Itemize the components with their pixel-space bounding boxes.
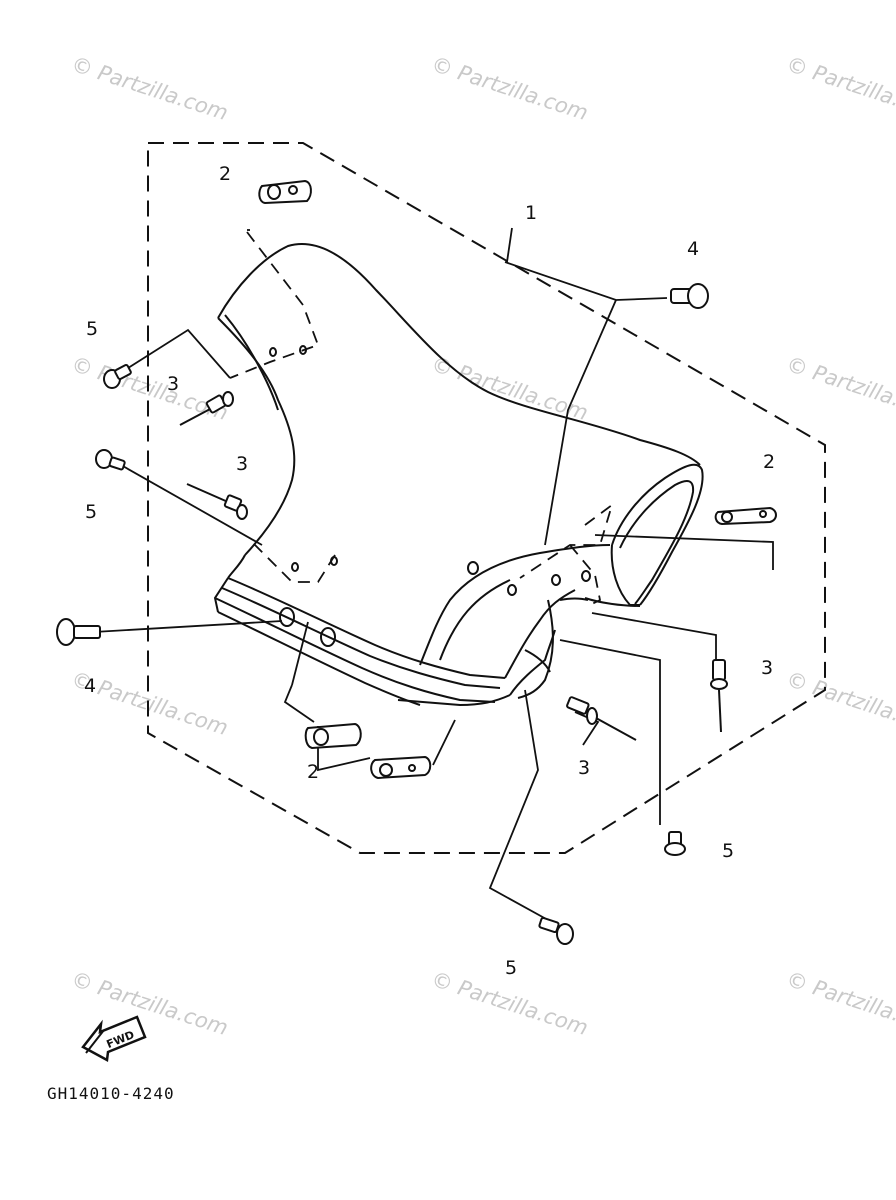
watermark: © Partzilla.com <box>68 52 230 125</box>
watermark: © Partzilla.com <box>783 667 896 740</box>
rivet-part-3 <box>179 391 234 426</box>
main-panel <box>213 243 704 707</box>
assembly-outline <box>147 142 826 854</box>
callouts: 1 2 2 2 3 3 3 3 4 4 5 5 5 5 <box>84 163 775 979</box>
callout-1: 1 <box>525 202 537 224</box>
callout-5: 5 <box>86 318 98 340</box>
callout-5: 5 <box>85 501 97 523</box>
callout-2: 2 <box>307 761 319 783</box>
watermark: © Partzilla.com <box>783 352 896 425</box>
callout-5: 5 <box>505 957 517 979</box>
watermark: © Partzilla.com <box>783 52 896 125</box>
watermarks: © Partzilla.com © Partzilla.com © Partzi… <box>68 52 896 1040</box>
callout-3: 3 <box>236 453 248 475</box>
watermark: © Partzilla.com <box>68 352 230 425</box>
callout-4: 4 <box>84 675 96 697</box>
rivet-part-3 <box>566 696 637 741</box>
screw-part-4 <box>670 283 709 309</box>
bracket-part-2 <box>258 179 312 205</box>
screw-part-5 <box>538 916 574 945</box>
leader-lines <box>93 227 774 921</box>
callout-2: 2 <box>219 163 231 185</box>
watermark: © Partzilla.com <box>783 967 896 1040</box>
callout-3: 3 <box>578 757 590 779</box>
part-number: GH14010-4240 <box>47 1084 175 1103</box>
callout-5: 5 <box>722 840 734 862</box>
fwd-arrow-icon: FWD <box>81 1015 147 1062</box>
alignment-lines <box>229 231 614 606</box>
screw-part-5 <box>664 831 686 856</box>
bracket-part-2 <box>714 506 777 526</box>
bracket-part-2 <box>370 755 432 780</box>
callout-2: 2 <box>763 451 775 473</box>
screw-part-4 <box>56 618 101 646</box>
bracket-part-2 <box>304 722 362 750</box>
callout-3: 3 <box>167 373 179 395</box>
callout-4: 4 <box>687 238 699 260</box>
watermark: © Partzilla.com <box>428 52 590 125</box>
callout-3: 3 <box>761 657 773 679</box>
rivet-part-3 <box>710 659 728 733</box>
rivet-part-3 <box>186 483 248 520</box>
fasteners <box>56 179 777 945</box>
screw-part-5 <box>103 364 132 389</box>
screw-part-5 <box>95 449 126 471</box>
watermark: © Partzilla.com <box>68 967 230 1040</box>
